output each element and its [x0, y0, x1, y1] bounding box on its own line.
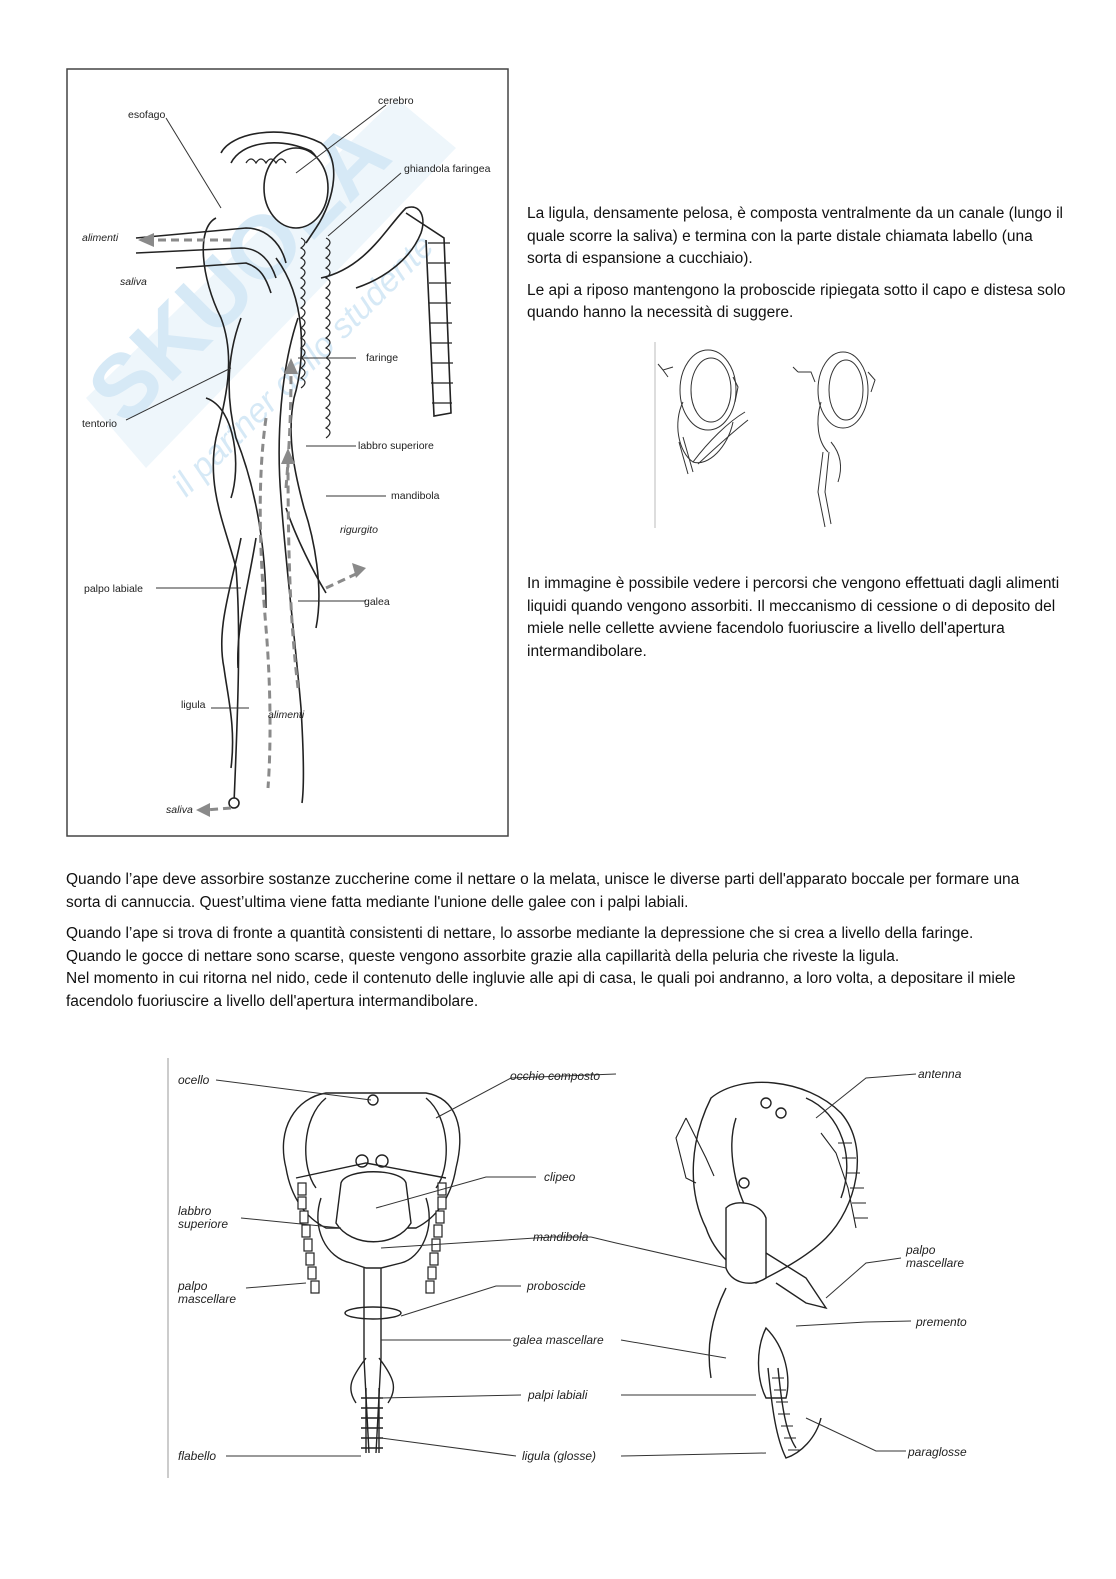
label-alimenti-bottom: alimenti — [268, 709, 305, 721]
label-alimenti-top: alimenti — [82, 232, 119, 244]
label-palpo-left: palpo — [177, 1279, 208, 1293]
label-occhio-composto: occhio composto — [510, 1069, 600, 1083]
label-galea: galea — [364, 596, 390, 608]
figure-bee-head-views: ocello occhio composto antenna labbro su… — [166, 1058, 982, 1478]
label-cerebro: cerebro — [378, 95, 414, 107]
label-ghiandola-faringea: ghiandola faringea — [404, 163, 491, 175]
label-mascellare-left: mascellare — [178, 1292, 236, 1306]
figure-bee-head-section: SKUOLA il partner dello studente — [66, 68, 510, 838]
label-mascellare-right: mascellare — [906, 1256, 964, 1270]
paragraph-ligula: La ligula, densamente pelosa, è composta… — [527, 203, 1067, 271]
label-ligula: ligula — [181, 699, 206, 711]
label-labbro: labbro — [178, 1204, 212, 1218]
label-rigurgito: rigurgito — [340, 524, 378, 536]
paragraph-immagine: In immagine è possibile vedere i percors… — [527, 573, 1067, 663]
label-superiore: superiore — [178, 1217, 228, 1231]
label-mandibola: mandibola — [533, 1230, 589, 1244]
paragraph-capillarita: Quando le gocce di nettare sono scarse, … — [66, 946, 1056, 969]
label-proboscide: proboscide — [526, 1279, 586, 1293]
paragraph-riposo: Le api a riposo mantengono la proboscide… — [527, 280, 1067, 325]
label-paraglosse: paraglosse — [907, 1445, 967, 1459]
label-mandibola: mandibola — [391, 490, 440, 502]
label-palpo-right: palpo — [905, 1243, 936, 1257]
figure-proboscis-positions — [653, 342, 893, 528]
label-ocello: ocello — [178, 1073, 210, 1087]
text-column-mid: In immagine è possibile vedere i percors… — [527, 573, 1067, 663]
label-esofago: esofago — [128, 109, 166, 121]
label-saliva-top: saliva — [120, 276, 147, 288]
label-labbro-superiore: labbro superiore — [358, 440, 434, 452]
paragraph-faringe: Quando l’ape si trova di fronte a quanti… — [66, 923, 1056, 946]
label-faringe: faringe — [366, 352, 398, 364]
label-ligula-glosse: ligula (glosse) — [522, 1449, 596, 1463]
paragraph-cannuccia: Quando l’ape deve assorbire sostanze zuc… — [66, 869, 1056, 914]
text-column-top: La ligula, densamente pelosa, è composta… — [527, 203, 1067, 325]
label-clipeo: clipeo — [544, 1170, 576, 1184]
label-antenna: antenna — [918, 1067, 962, 1081]
label-tentorio: tentorio — [82, 418, 117, 430]
label-saliva-bottom: saliva — [166, 804, 193, 816]
side-head-drawing — [693, 1082, 857, 1458]
text-full-width: Quando l’ape deve assorbire sostanze zuc… — [66, 869, 1056, 1014]
label-premento: premento — [915, 1315, 967, 1329]
paragraph-nido: Nel momento in cui ritorna nel nido, ced… — [66, 968, 1056, 1013]
label-palpo-labiale: palpo labiale — [84, 583, 143, 595]
label-flabello: flabello — [178, 1449, 216, 1463]
label-palpi-labiali: palpi labiali — [527, 1388, 588, 1402]
label-galea-mascellare: galea mascellare — [513, 1333, 604, 1347]
